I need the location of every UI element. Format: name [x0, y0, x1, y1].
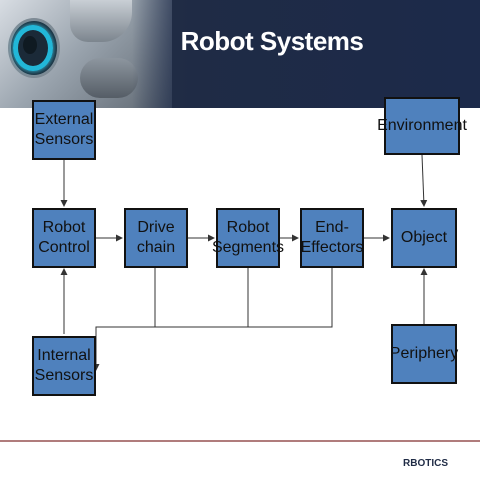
- node-drive-chain: Drive chain: [124, 208, 188, 268]
- node-external-sensors: External Sensors: [32, 100, 96, 160]
- robot-eye-icon: [13, 25, 53, 71]
- footer-rule: [0, 440, 480, 442]
- feedback-bus-effectors: [248, 268, 333, 328]
- robot-eye-pupil: [23, 36, 37, 54]
- edge-feedback-to-internal: [92, 326, 155, 371]
- node-internal-sensors: Internal Sensors: [32, 336, 96, 396]
- robot-face-image: [0, 0, 172, 108]
- node-end-effectors: End- Effectors: [300, 208, 364, 268]
- node-object: Object: [391, 208, 457, 268]
- robot-jaw: [80, 58, 138, 98]
- header-banner: Robot Systems: [0, 0, 480, 108]
- slide-title: Robot Systems: [180, 26, 364, 56]
- node-robot-segments: Robot Segments: [212, 208, 284, 268]
- node-periphery: Periphery: [390, 324, 458, 384]
- edge-environment-to-object: [420, 154, 428, 207]
- footer-label: RBOTICS: [403, 458, 448, 469]
- node-robot-control: Robot Control: [32, 208, 96, 268]
- feedback-bus: [154, 268, 249, 328]
- node-environment: Environment: [377, 97, 467, 155]
